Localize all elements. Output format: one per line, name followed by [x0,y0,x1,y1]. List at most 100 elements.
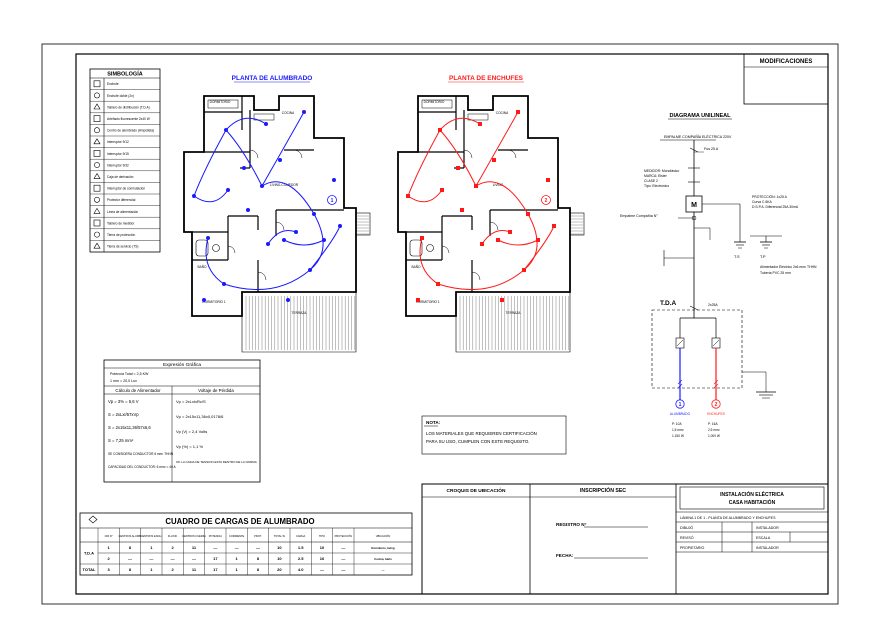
light-center-icon [192,194,196,198]
door-swing [275,221,285,231]
ground-tp-label: T.P [760,255,766,259]
circuit-number-badge [711,399,721,409]
field-propietario-label: PROPIETARIO [680,546,704,550]
door-swing [507,149,517,159]
circuit-arc [223,269,311,290]
circuit-callout [541,195,551,205]
lighting-room-label: COCINA [282,111,295,115]
note-title: NOTA: [426,420,441,425]
light-center-icon [224,128,228,132]
circuit-arc [309,225,341,271]
vp-line: Vp = 3% = 6,6 V [108,399,139,404]
outlets-plan-title: PLANTA DE ENCHUFES [449,75,524,82]
table-cell: — [320,567,324,572]
vp-line: SE CONSIDERA CONDUCTOR 6 mm² THHN [108,452,174,456]
project-line-2: CASA HABITACIÓN [729,498,776,506]
table-cell: 1 [236,556,239,561]
table-cell: 8 [257,567,260,572]
light-center-icon [282,238,286,242]
table-header: TOTAL W [274,534,286,538]
calc-line-2: 1 mm = 20,0 Lux [110,379,137,383]
table-cell: — [341,556,345,561]
outlet-icon [456,166,460,170]
outlet-icon [496,238,500,242]
table-cell: 1 [236,567,239,572]
circuit-arc [193,129,227,197]
door-swing [293,149,303,159]
table-cell: — [341,567,345,572]
outlet-icon [478,122,482,126]
table-cell: — [341,545,345,550]
main-breaker-label: 2x25A [708,303,718,307]
calc-title: Expresión Gráfica [163,362,201,368]
outlet-icon [438,128,442,132]
outlet-icon [526,212,530,216]
circuit-arc [523,225,555,271]
table-cell: — [256,545,260,550]
table-cell: 8 [257,556,260,561]
table-cell: Dormitorio, living [371,546,394,550]
outlets-room-label: TERRAZA [506,311,522,315]
light-center-icon [294,230,298,234]
table-cell: 2 [172,545,175,550]
outlets-room-label: DORMITORIO [424,100,445,104]
double-outlet-icon [94,92,100,99]
table-cell: — [128,556,132,561]
field-dibujo-label: DIBUJÓ [680,525,693,530]
outlets-circuit-wiring: 2 [406,110,556,302]
light-center-icon [246,208,250,212]
note-line-2: PARA SU USO, CUMPLEN CON ESTE REQUISITO. [426,439,530,444]
vp-line: S = 7,25 mm² [108,438,134,443]
toilet [426,244,434,252]
door-swing [471,271,481,281]
door-swing [227,245,236,254]
project-line-1: INSTALACIÓN ELÉCTRICA [720,490,784,498]
door-swing [463,149,473,159]
table-cell: 20 [277,567,282,572]
feeder-note: Tubería PVC 25 mm [760,271,791,275]
unilineal-title: DIAGRAMA UNILINEAL [670,113,732,119]
light-center-icon [312,212,316,216]
circuit-number: 2 [715,402,718,408]
calculation-box: Expresión Gráfica Potencia Total = 2,5 K… [103,359,261,483]
legend-item-label: Artefacto fluorescente 2x40 W [107,117,150,121]
protection-note: PROTECCIÓN: 1x25 A [752,194,788,199]
switch-double-icon [93,150,101,157]
table-cell: 11 [192,567,197,572]
ground-ts-label: T.S [734,255,740,259]
empalme-note: Empalme Compañía N° [620,214,658,218]
distribution-board-icon [93,103,101,110]
lighting-walls [183,95,357,317]
fecha-label: FECHA: [556,553,574,558]
vr-line: Vp = 2x15x11,36x0,0178/6 [176,414,224,419]
table-header: UBICACIÓN [376,533,391,538]
legend-item-label: Caja de derivación [107,175,134,179]
lighting-room-label: TERRAZA [292,311,308,315]
lighting-room-label: LIVING-COMEDOR [270,183,299,187]
outer-border [41,43,839,605]
empalme-label: EMPALME COMPAÑÍA ELÉCTRICA 220V [664,134,732,139]
table-cell: — [171,556,175,561]
circuit-arc [439,129,477,187]
vr-line: Vp = 2xLxIxRc/S [176,399,206,404]
table-cell: 1 [150,545,153,550]
table-cell: 2 [108,556,111,561]
meter-note: MEDIDOR: Monofásico [644,169,679,173]
field-dibujo-value: INSTALADOR [756,526,779,530]
tda-label: T.D.A [660,300,677,307]
note-line-1: LOS MATERIALES QUE REQUIEREN CERTIFICACI… [426,431,537,436]
light-center-icon [242,166,246,170]
door-swing [489,221,499,231]
vr-line: Vp (V) = 2,4 Volts [176,429,207,434]
table-cell: 8 [129,545,132,550]
circuit-arc [481,230,511,245]
outlet-icon [440,188,444,192]
outlets-room-label: LIVING [493,183,504,187]
table-cell: 16 [320,556,325,561]
table-cell: 1.5 [298,545,304,550]
circuit-name: ALUMBRADO [670,412,691,416]
circuit-arc [437,269,525,290]
outlets-balcony-hatch [569,212,585,236]
